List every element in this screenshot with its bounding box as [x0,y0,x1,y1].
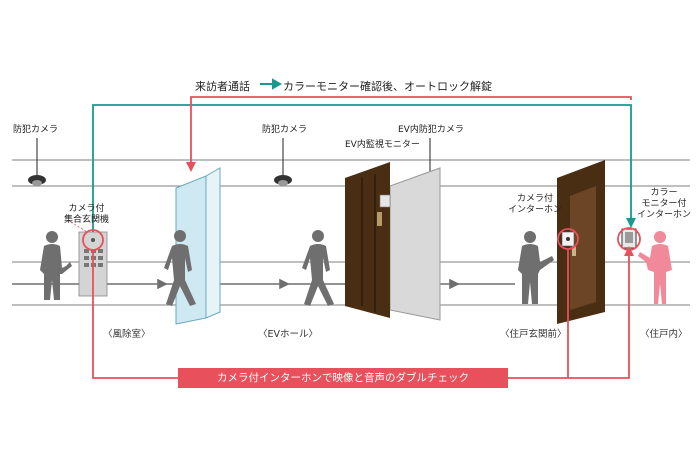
door-intercom-line-1: カメラ付 [517,194,554,204]
visitor-at-door [518,231,554,304]
indoor-monitor-label: カラー モニター付 インターホン [637,188,691,221]
area-ev-hall: 〈EVホール〉 [258,329,319,340]
indoor-monitor-icon [621,228,637,249]
call-flow-arrowhead [626,218,636,228]
door-intercom-line-2: インターホン [508,205,563,215]
label-pointers [70,221,88,233]
indoor-monitor-line-1: カラー [650,188,678,198]
security-camera-1-label: 防犯カメラ [13,125,59,135]
entrance-unit-line-2: 集合玄関機 [64,215,110,225]
flow-caption: 来訪者通話 カラーモニター確認後、オートロック解錠 [195,78,492,94]
resident [638,231,672,304]
monitor-unlock-text: カラーモニター確認後、オートロック解錠 [283,80,492,93]
elevator [345,162,441,321]
ev-camera-label: EV内防犯カメラ [398,125,464,135]
unlock-flow-arrowhead [186,162,196,172]
indoor-monitor-line-2: モニター付 [641,199,687,209]
door-intercom-label: カメラ付 インターホン [508,194,562,216]
area-windbreak: 〈風除室〉 [103,329,151,340]
double-check-banner: カメラ付インターホンで映像と音声のダブルチェック [178,368,508,388]
call-flow-connector [92,104,632,232]
visitor-call-text: 来訪者通話 [195,80,250,93]
security-camera-2-label: 防犯カメラ [262,125,308,135]
front-door [557,160,605,324]
area-front-door: 〈住戸玄関前〉 [500,329,567,340]
entrance-unit-label: カメラ付 集合玄関機 [64,204,109,226]
entrance-unit-line-1: カメラ付 [68,204,105,214]
visitor-at-panel [40,231,72,300]
double-check-connector [92,250,630,379]
area-inside: 〈住戸内〉 [640,329,688,340]
double-check-arrowhead [624,246,634,256]
ev-monitor-label: EV内監視モニター [345,140,420,150]
indoor-monitor-line-3: インターホン [637,210,692,220]
caption-arrow-icon [260,78,283,90]
walking-person-1 [164,230,196,306]
unlock-flow-connector [190,96,632,166]
security-camera-1-icon [28,138,46,186]
security-camera-2-icon [274,138,292,186]
walking-person-2 [302,230,334,306]
